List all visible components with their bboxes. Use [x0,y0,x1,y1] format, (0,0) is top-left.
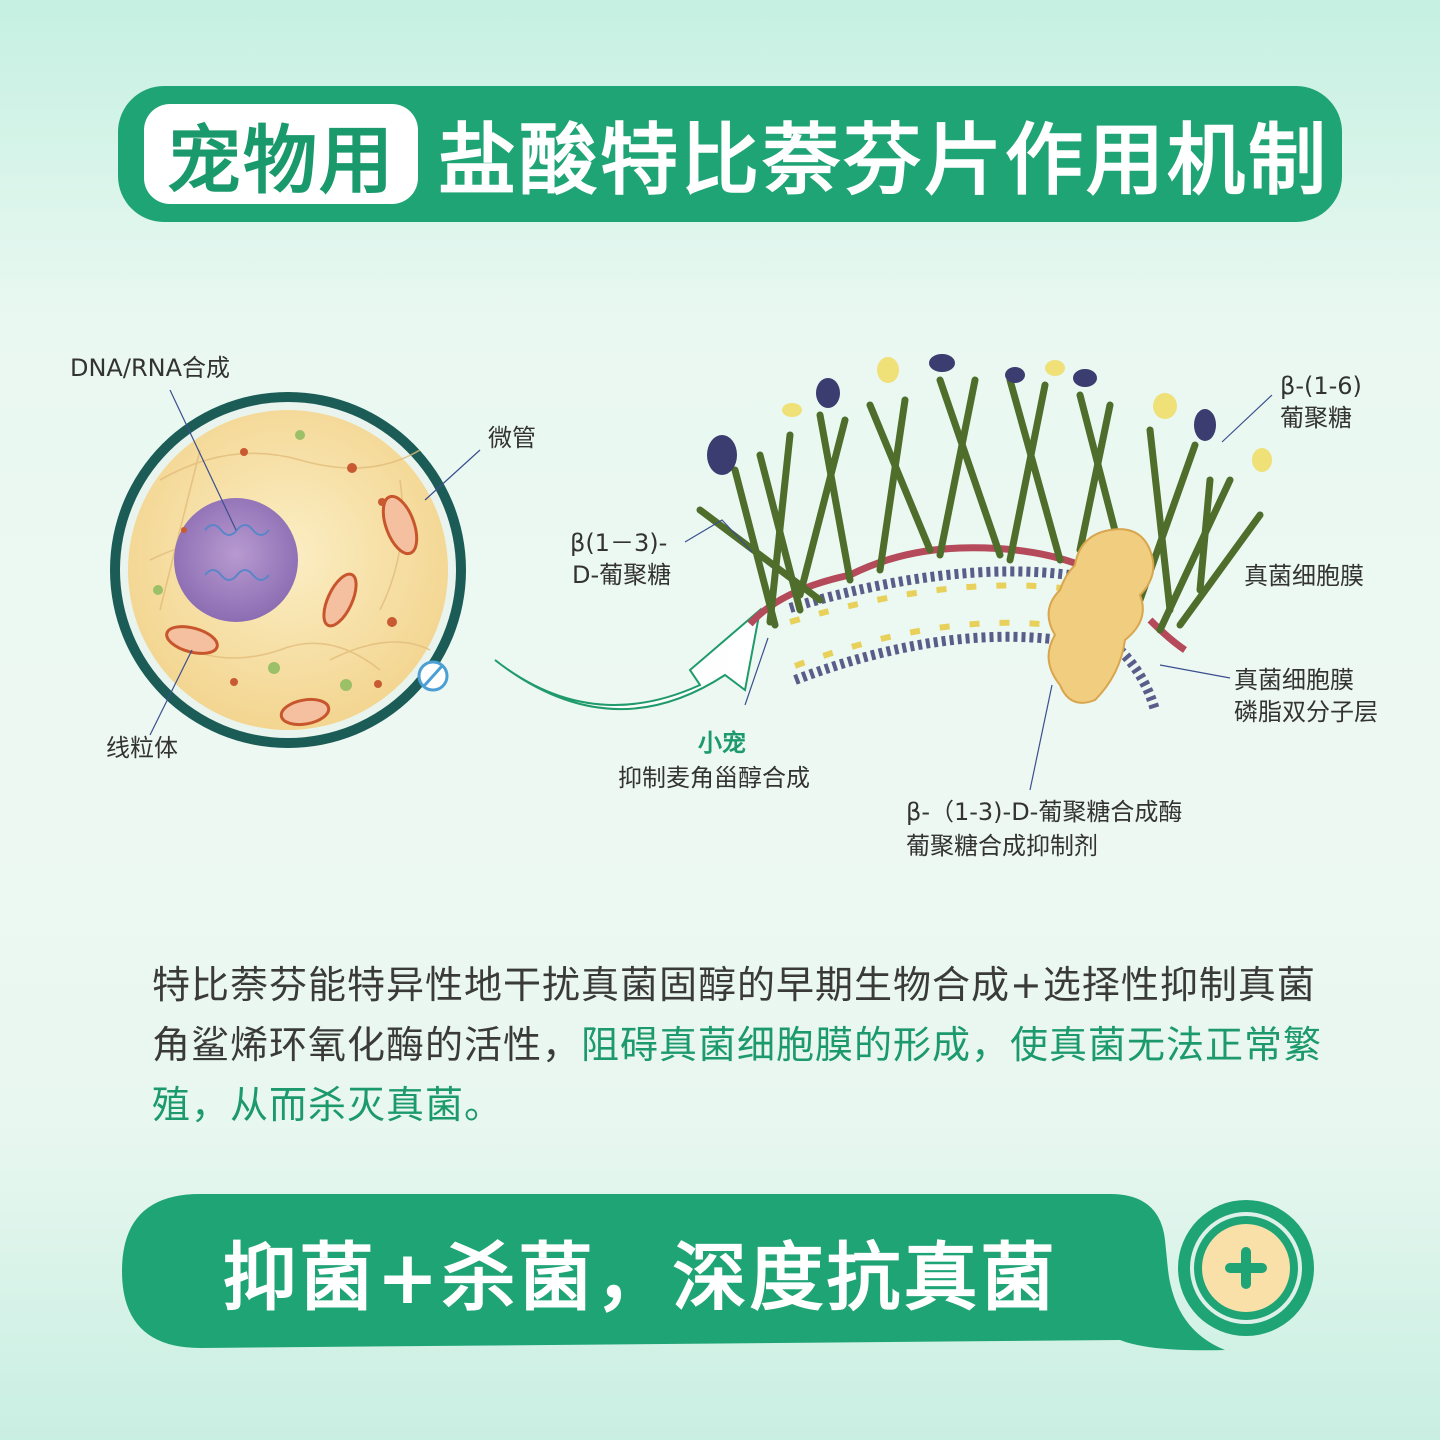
mitochondria-group [165,494,419,727]
description-highlight: 阻碍真菌细胞膜的形成，使真菌无法正常繁殖，从而杀灭真菌。 [152,1023,1323,1127]
membrane-strip [747,544,1082,627]
label-synthase-line2: 葡聚糖合成抑制剂 [906,832,1098,860]
label-beta13-line2: D-葡聚糖 [572,561,672,589]
label-beta16-line1: β-(1-6) [1280,372,1362,400]
label-mitochondria: 线粒体 [106,734,178,762]
nucleus [174,498,298,622]
rna-strand [204,569,270,581]
label-bilayer-line2: 磷脂双分子层 [1234,698,1378,726]
label-beta13-line1: β(1－3)- [570,529,668,557]
label-ergosterol-inhibition: 抑制麦角甾醇合成 [618,764,810,792]
slogan-text: 抑菌+杀菌，深度抗真菌 [222,1234,1058,1321]
cell-leader-lines [149,389,481,736]
phospholipid-bilayer [788,566,1160,712]
fungal-membrane [684,354,1273,791]
label-beta16-line2: 葡聚糖 [1280,404,1352,432]
mechanism-diagram: DNA/RNA合成 微管 线粒体 β-(1-6) 葡聚糖 β(1－3)- D-葡… [0,230,1440,930]
membrane-leader-lines [684,394,1273,791]
title-tag: 宠物用 [144,104,418,204]
dna-strand [204,524,270,536]
diagram-illustration [110,354,1273,791]
label-dna-rna-synthesis: DNA/RNA合成 [70,354,230,382]
mechanism-description: 特比萘芬能特异性地干扰真菌固醇的早期生物合成+选择性抑制真菌角鲨烯环氧化酶的活性… [152,955,1332,1135]
label-fungal-membrane: 真菌细胞膜 [1244,562,1364,590]
label-xiaochong: 小宠 [698,729,746,757]
page-title: 盐酸特比萘芬片作用机制 [438,116,1330,206]
process-arrow [494,607,762,711]
label-synthase-line1: β-（1-3)-D-葡聚糖合成酶 [906,798,1183,826]
enzyme-complex [1047,528,1155,704]
cell-granules [153,430,397,691]
label-bilayer-line1: 真菌细胞膜 [1234,666,1354,694]
surface-glycans [707,354,1272,475]
animal-cell [110,389,481,748]
slogan-bubble [122,1194,1225,1351]
description-normal: 特比萘芬能特异性地干扰真菌固醇的早期生物合成+选择性抑制真菌角鲨烯环氧化酶的活性… [152,963,1316,1067]
glucan-fibers [696,376,1264,634]
plus-icon [1178,1200,1314,1336]
label-microtubule: 微管 [488,424,536,452]
